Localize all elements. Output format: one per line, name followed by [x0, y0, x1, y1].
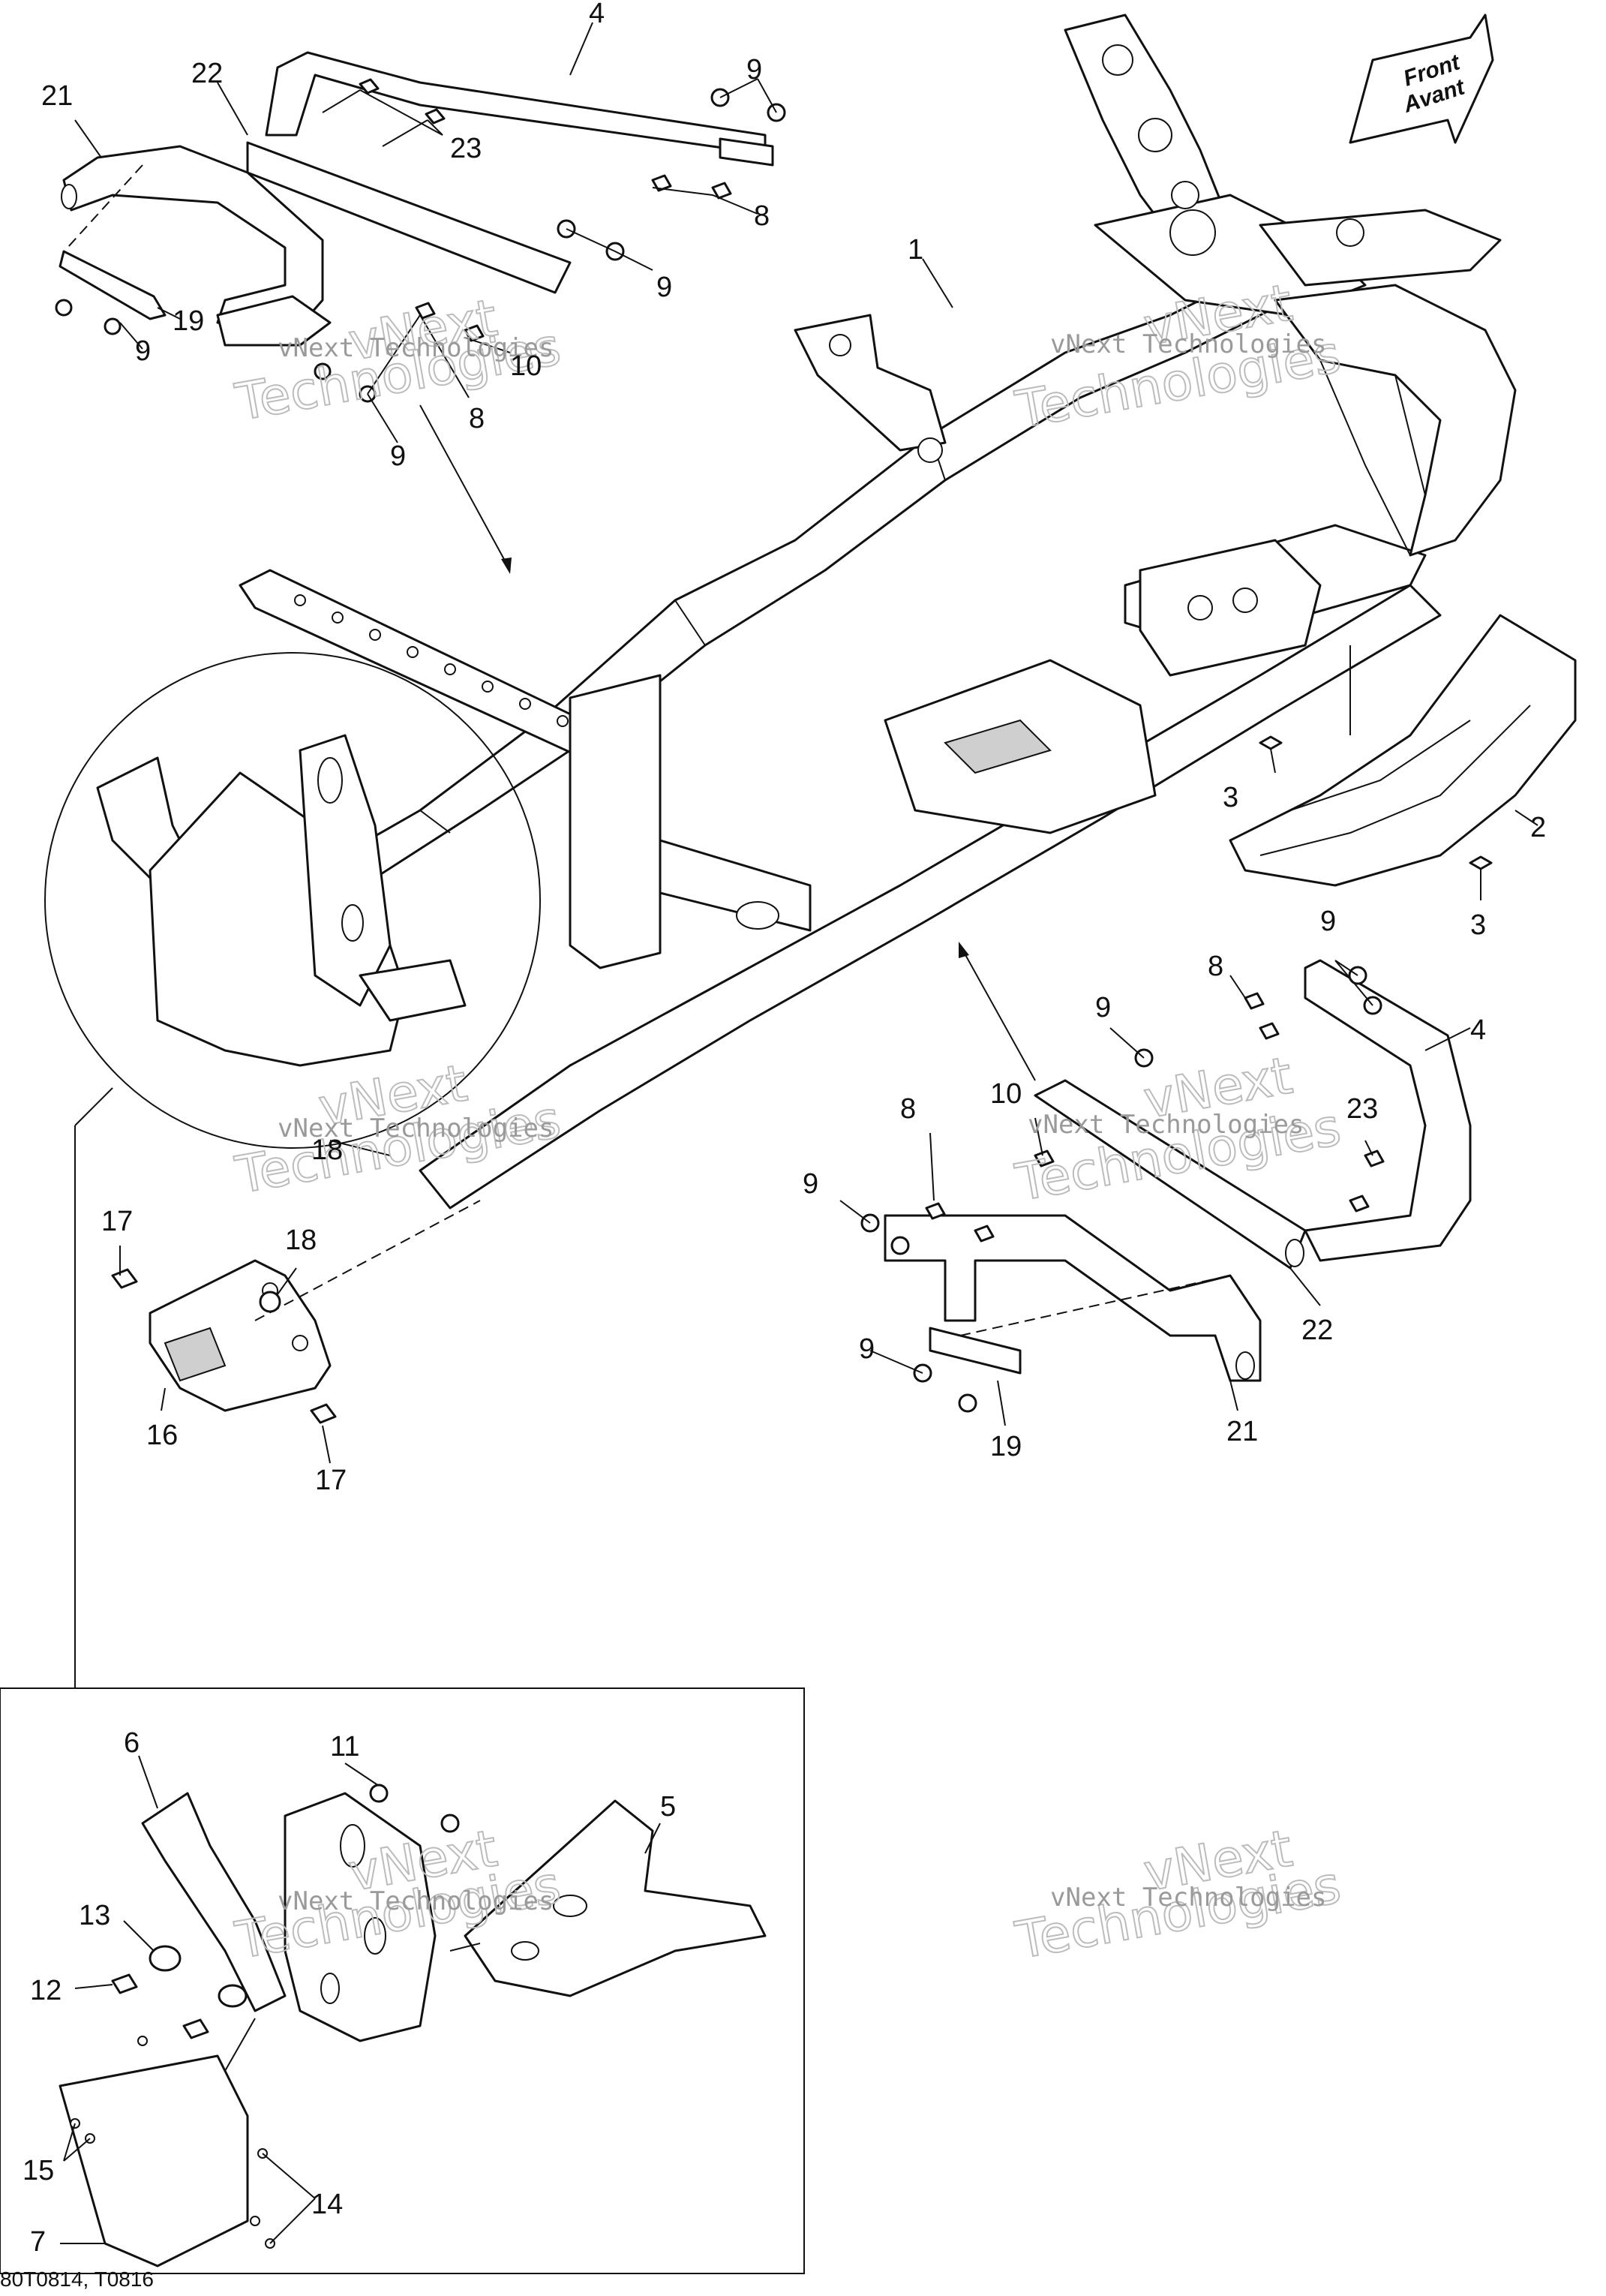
rear-crossbar-holes [294, 594, 569, 727]
callout-15: 15 [23, 2155, 54, 2186]
callout-3a: 3 [1223, 782, 1238, 813]
callout-9c: 9 [135, 335, 151, 367]
callout-9f: 9 [1095, 992, 1111, 1023]
watermark-small-4: vNext Technologies [1028, 1110, 1304, 1140]
callout-13: 13 [79, 1900, 110, 1931]
callout-12: 12 [30, 1975, 62, 2006]
callout-9h: 9 [859, 1333, 875, 1365]
callout-7: 7 [30, 2226, 46, 2258]
callout-8b: 8 [469, 403, 485, 434]
callout-19a: 19 [173, 305, 204, 337]
watermark-small-1: vNext Technologies [278, 333, 554, 363]
callout-4a: 4 [589, 0, 605, 29]
callouts: 1 2 3 3 4 4 5 6 7 8 8 8 8 9 9 9 9 9 9 9 … [23, 0, 1546, 2258]
diagram-code: 80T0814, T0816 [0, 2267, 154, 2291]
callout-9a: 9 [746, 54, 762, 86]
callout-11: 11 [330, 1731, 359, 1763]
callout-1: 1 [908, 234, 923, 266]
callout-8d: 8 [900, 1093, 916, 1125]
callout-10b: 10 [990, 1078, 1022, 1110]
watermark-small-3: vNext Technologies [278, 1113, 554, 1143]
watermark-small-5: vNext Technologies [278, 1886, 554, 1916]
callout-21a: 21 [41, 80, 73, 112]
callout-8a: 8 [754, 200, 770, 232]
detail-circle [44, 652, 541, 1688]
watermarks: vNext Technologies vNext Technologies vN… [230, 272, 1346, 1971]
bracket-16 [111, 1140, 481, 1464]
upper-left-footrest-kit [55, 22, 786, 574]
inset-panel [0, 1687, 805, 2274]
callout-22a: 22 [191, 58, 223, 89]
skid-plate-part-2 [1229, 614, 1577, 900]
callout-23a: 23 [450, 133, 482, 164]
callout-8c: 8 [1208, 951, 1223, 982]
callout-19b: 19 [990, 1431, 1022, 1462]
callout-23b: 23 [1346, 1093, 1378, 1125]
callout-5: 5 [660, 1791, 676, 1823]
callout-18b: 18 [285, 1225, 317, 1256]
callout-3b: 3 [1470, 909, 1486, 941]
callout-17a: 17 [101, 1206, 133, 1237]
callout-21b: 21 [1226, 1416, 1258, 1447]
callout-4b: 4 [1470, 1014, 1486, 1046]
callout-9d: 9 [390, 440, 406, 472]
watermark-small-2: vNext Technologies [1050, 329, 1326, 359]
callout-10a: 10 [510, 350, 542, 382]
callout-18a: 18 [311, 1134, 343, 1166]
callout-6: 6 [124, 1727, 140, 1759]
callout-22b: 22 [1301, 1315, 1333, 1346]
callout-14: 14 [311, 2189, 343, 2220]
callout-17b: 17 [315, 1465, 347, 1496]
callout-9g: 9 [803, 1168, 818, 1200]
callout-9e: 9 [1320, 906, 1336, 937]
callout-16: 16 [146, 1420, 178, 1451]
lower-right-footrest-kit [839, 942, 1472, 1426]
front-direction-badge: Front Avant [1349, 14, 1494, 144]
watermark-small-6: vNext Technologies [1050, 1883, 1326, 1913]
main-frame [239, 14, 1517, 1210]
callout-9b: 9 [656, 272, 672, 303]
callout-2: 2 [1530, 812, 1546, 843]
